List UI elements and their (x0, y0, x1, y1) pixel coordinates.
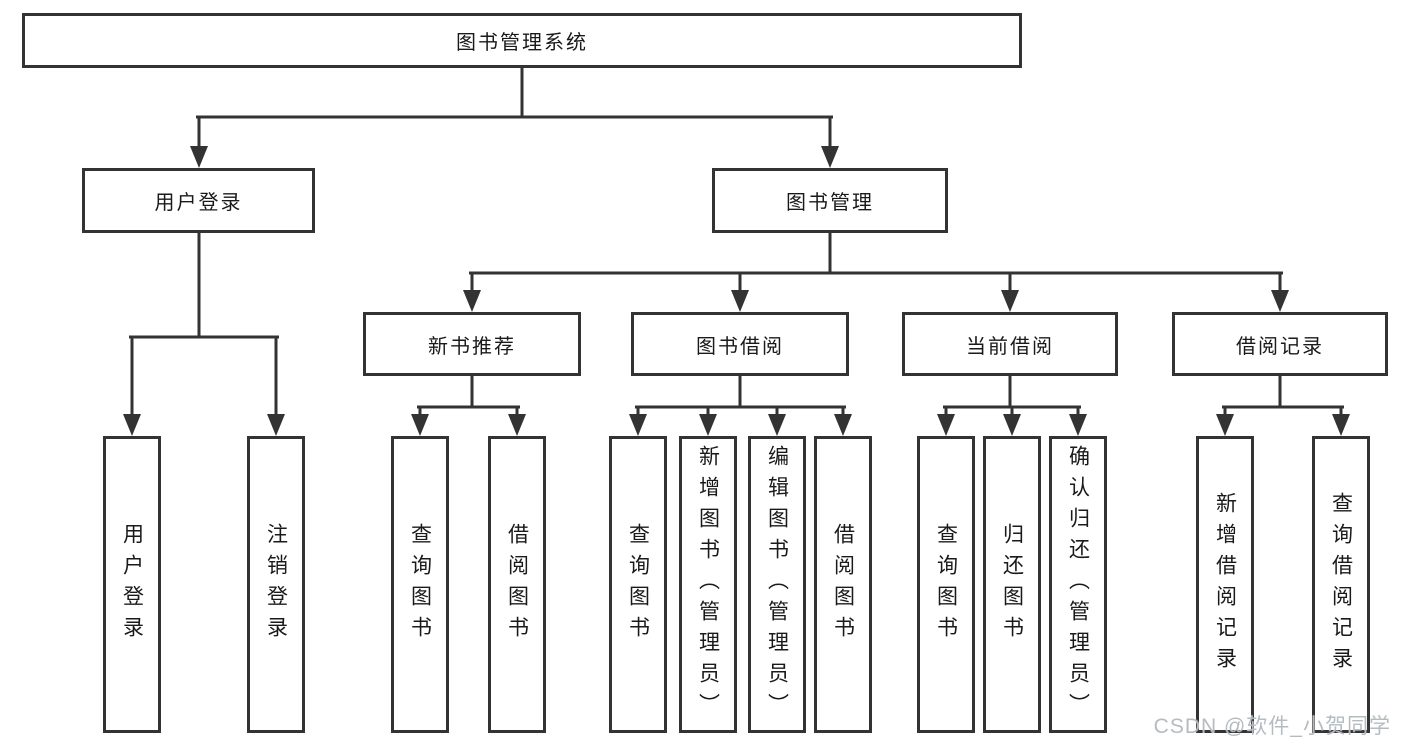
node-borrow-book-recommend: 借阅图书 (488, 436, 546, 733)
node-user-login-leaf-label: 用户登录 (120, 522, 144, 647)
connector-borrow-record-split (1216, 372, 1350, 436)
node-book-borrow-label: 图书借阅 (696, 335, 784, 358)
node-borrow-record-label: 借阅记录 (1236, 335, 1324, 358)
node-user-login-label: 用户登录 (154, 192, 243, 214)
node-query-book-current-label: 查询图书 (934, 522, 958, 647)
node-query-book-current: 查询图书 (917, 436, 975, 733)
node-current-borrow: 当前借阅 (902, 312, 1118, 376)
node-borrow-book-label: 借阅图书 (831, 522, 855, 647)
node-borrow-book-recommend-label: 借阅图书 (505, 522, 529, 647)
node-root-label: 图书管理系统 (456, 32, 588, 54)
csdn-watermark: CSDN @软件_小贺同学 (1153, 715, 1391, 738)
node-user-login-leaf: 用户登录 (103, 436, 161, 733)
node-confirm-return-admin: 确认归还（管理员） (1049, 436, 1107, 733)
node-add-book-admin: 新增图书（管理员） (679, 436, 737, 733)
node-add-borrow-record-label: 新增借阅记录 (1213, 491, 1237, 678)
connector-new-book-split (411, 372, 526, 436)
node-query-borrow-record: 查询借阅记录 (1312, 436, 1370, 733)
connector-root-split (190, 64, 839, 168)
node-book-management-label: 图书管理 (786, 192, 874, 214)
node-book-management: 图书管理 (712, 168, 948, 233)
node-return-book-label: 归还图书 (1000, 522, 1024, 647)
node-current-borrow-label: 当前借阅 (966, 335, 1054, 358)
node-confirm-return-admin-label: 确认归还（管理员） (1066, 445, 1090, 724)
node-query-book-recommend: 查询图书 (391, 436, 449, 733)
node-query-book-borrow: 查询图书 (609, 436, 667, 733)
node-logout-label: 注销登录 (264, 522, 288, 647)
node-add-borrow-record: 新增借阅记录 (1196, 436, 1254, 733)
node-borrow-book: 借阅图书 (814, 436, 872, 733)
connector-user-login-split (123, 229, 285, 436)
connector-book-borrow-split (629, 372, 852, 436)
connector-current-borrow-split (937, 372, 1087, 436)
node-book-borrow: 图书借阅 (631, 312, 849, 376)
node-logout: 注销登录 (247, 436, 305, 733)
node-query-book-recommend-label: 查询图书 (408, 522, 432, 647)
node-query-book-borrow-label: 查询图书 (626, 522, 650, 647)
node-edit-book-admin: 编辑图书（管理员） (748, 436, 806, 733)
node-query-borrow-record-label: 查询借阅记录 (1329, 491, 1353, 678)
node-borrow-record: 借阅记录 (1172, 312, 1388, 376)
node-add-book-admin-label: 新增图书（管理员） (696, 445, 720, 724)
node-new-book-recommend-label: 新书推荐 (428, 335, 516, 358)
node-return-book: 归还图书 (983, 436, 1041, 733)
connector-book-management-split (463, 229, 1289, 312)
node-new-book-recommend: 新书推荐 (363, 312, 581, 376)
node-root: 图书管理系统 (22, 13, 1022, 68)
node-user-login: 用户登录 (82, 168, 315, 233)
node-edit-book-admin-label: 编辑图书（管理员） (765, 445, 789, 724)
